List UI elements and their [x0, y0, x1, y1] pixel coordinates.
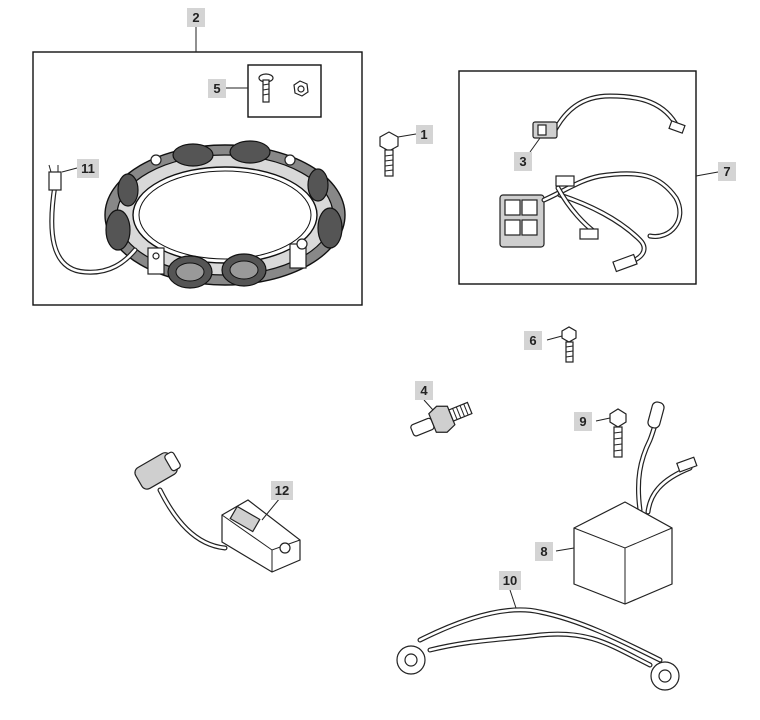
stator-kit-group: [32, 27, 363, 306]
callout-6: 6: [524, 331, 542, 350]
callout-1-text: 1: [420, 127, 427, 142]
callout-12: 12: [271, 481, 293, 500]
callout-7: 7: [718, 162, 736, 181]
callout-4-text: 4: [420, 383, 428, 398]
screw-icon: [258, 73, 274, 103]
callout-1: 1: [416, 125, 433, 144]
callout-12-text: 12: [275, 483, 289, 498]
callout-11-text: 11: [81, 161, 95, 176]
screw-6-icon: [546, 326, 577, 363]
bolt-9-icon: [595, 408, 627, 458]
callout-6-text: 6: [529, 333, 536, 348]
callout-9: 9: [574, 412, 592, 431]
ignition-module-icon: [134, 451, 301, 573]
harness-kit-group: [458, 70, 719, 285]
callout-2-text: 2: [192, 10, 199, 25]
callout-3-text: 3: [519, 154, 526, 169]
callout-8: 8: [535, 542, 553, 561]
callout-4: 4: [415, 381, 433, 400]
callout-10: 10: [499, 571, 521, 590]
bolt-icon: [379, 131, 417, 177]
regulator-icon: [555, 401, 698, 605]
callout-5-text: 5: [213, 81, 220, 96]
callout-10-text: 10: [503, 573, 517, 588]
callout-3: 3: [514, 152, 532, 171]
nut-icon: [293, 80, 309, 97]
hardware-subgroup-box: [226, 64, 322, 118]
ground-cable-icon: [396, 589, 680, 691]
fitting-icon: [410, 399, 473, 437]
callout-2: 2: [187, 8, 205, 27]
stator-icon: [48, 140, 346, 289]
callout-7-text: 7: [723, 164, 730, 179]
callout-5: 5: [208, 79, 226, 98]
callout-8-text: 8: [540, 544, 547, 559]
callout-9-text: 9: [579, 414, 586, 429]
callout-11: 11: [77, 159, 99, 178]
